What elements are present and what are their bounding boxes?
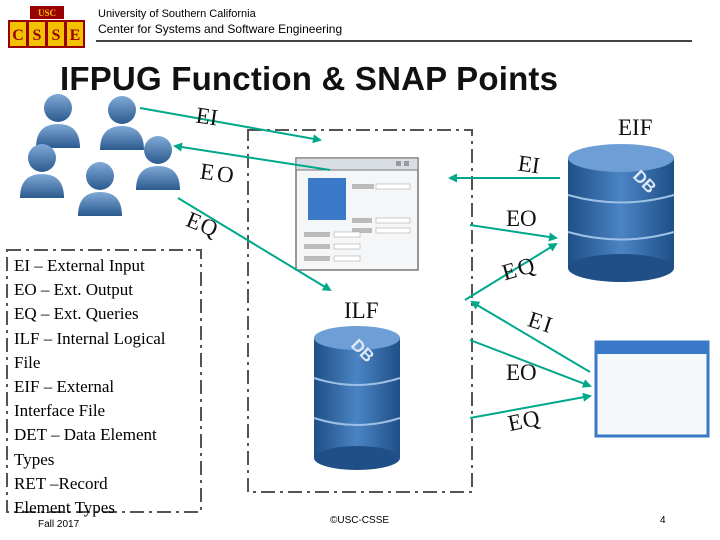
arrow-eo-out	[173, 142, 331, 171]
legend-line: DET – Data Element	[14, 425, 157, 445]
arrow-app-ei	[470, 300, 591, 373]
arrow-ei-in	[139, 107, 322, 144]
label-ei: EI	[516, 150, 542, 179]
users-icon	[20, 94, 180, 216]
slide-title: IFPUG Function & SNAP Points	[60, 60, 559, 97]
logo-letter: C	[12, 27, 24, 44]
header-divider	[96, 40, 692, 42]
footer-copyright: ©USC-CSSE	[330, 515, 390, 526]
legend-line: EQ – Ext. Queries	[14, 304, 139, 324]
logo-letter: S	[52, 27, 61, 44]
database-icon: DB	[567, 144, 675, 282]
label-ei: EI	[194, 102, 220, 131]
legend-line: File	[14, 352, 41, 372]
legend-line: ILF – Internal Logical	[14, 328, 166, 348]
arrow-eq	[177, 197, 332, 292]
legend-line: EO – Ext. Output	[14, 280, 133, 300]
legend-line: EI – External Input	[14, 256, 145, 275]
label-ilf: ILF	[344, 298, 379, 323]
legend-line: Types	[14, 449, 55, 469]
legend: EI – External Input EO – Ext. Output EQ …	[14, 254, 166, 520]
usc-csse-logo: USC C S S E	[8, 6, 85, 48]
legend-line: EIF – External	[14, 377, 115, 397]
logo-usc-text: USC	[38, 8, 56, 18]
label-eo: EO	[506, 360, 537, 385]
footer-term: Fall 2017	[38, 519, 80, 530]
app-window-icon	[594, 340, 710, 438]
logo-letter: S	[33, 27, 42, 44]
application-boundary	[247, 129, 473, 493]
label-eo: EO	[506, 206, 537, 231]
arrow-eif-eo	[469, 224, 558, 242]
page-number: 4	[660, 515, 666, 526]
flow-arrows	[139, 107, 592, 419]
legend-box	[6, 249, 202, 513]
center-name: Center for Systems and Software Engineer…	[98, 22, 343, 36]
arrow-eif-eq	[464, 242, 558, 301]
logo-letter: E	[70, 27, 81, 44]
form-window-icon	[295, 157, 419, 271]
legend-line: Element Types	[14, 498, 115, 518]
arrow-app-eo	[469, 339, 592, 388]
legend-line: RET –Record	[14, 473, 108, 493]
label-eo: EO	[198, 158, 239, 189]
legend-line: Interface File	[14, 401, 106, 421]
university-name: University of Southern California	[98, 8, 256, 20]
label-eif: EIF	[618, 115, 653, 140]
database-icon: DB	[313, 326, 401, 470]
arrow-app-eq	[469, 392, 592, 419]
